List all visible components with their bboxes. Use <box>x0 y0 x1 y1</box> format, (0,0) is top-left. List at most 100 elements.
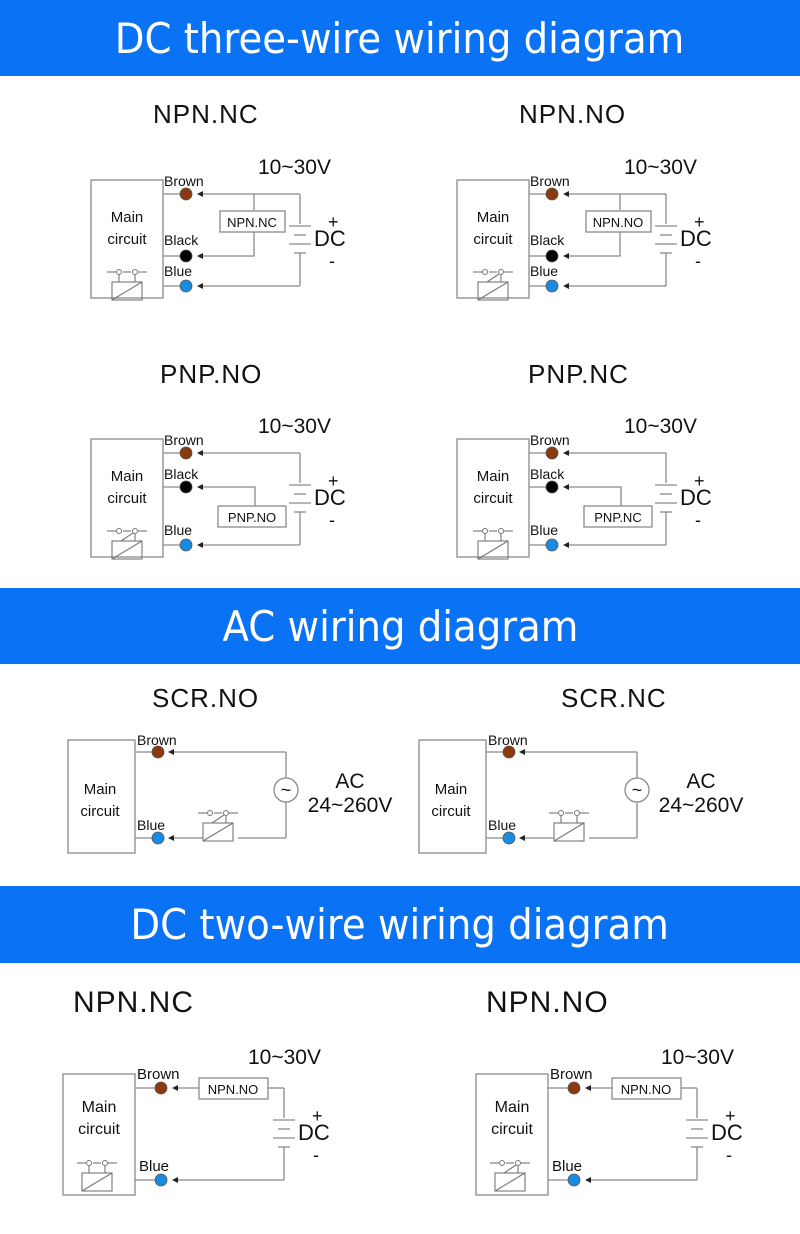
wire-label-black: Black <box>164 466 199 482</box>
minus-sign: - <box>313 1145 319 1165</box>
brown-terminal <box>179 446 193 460</box>
main-circuit-box <box>67 739 136 854</box>
main-circuit-label: Main <box>84 781 117 798</box>
plus-sign: + <box>694 471 705 491</box>
main-circuit-box <box>90 179 164 299</box>
plus-sign: + <box>725 1106 736 1126</box>
main-circuit-label: circuit <box>80 803 120 820</box>
black-terminal <box>179 249 193 263</box>
black-wire <box>203 486 256 506</box>
main-circuit-label: Main <box>82 1099 117 1116</box>
brown-terminal <box>151 745 165 759</box>
voltage-label: 10~30V <box>624 415 697 438</box>
voltage-label: 10~30V <box>624 156 697 179</box>
source-type-label: AC <box>335 770 364 793</box>
diagram-title-pnp-no: PNP.NO <box>160 359 263 389</box>
arrowhead-icon <box>563 484 569 490</box>
arrowhead-icon <box>197 484 203 490</box>
wire-label-blue: Blue <box>137 817 165 833</box>
wire-label-brown: Brown <box>164 432 204 448</box>
wire-label-black: Black <box>530 466 565 482</box>
source-type-label: AC <box>686 770 715 793</box>
diagram-title-2wire-npn-no: NPN.NO <box>486 986 609 1019</box>
arrowhead-icon <box>197 542 203 548</box>
plus-sign: + <box>312 1106 323 1126</box>
arrowhead-icon <box>172 1177 178 1183</box>
wiring-diagram-pnp-no: MaincircuitBrownBlackBlue+DC-10~30VPNP.N… <box>90 415 346 560</box>
relay-nc-contact-icon <box>77 1160 117 1192</box>
main-circuit-label: circuit <box>107 490 147 507</box>
arrowhead-icon <box>519 749 525 755</box>
plus-sign: + <box>328 212 339 232</box>
main-circuit-box <box>475 1073 549 1196</box>
relay-nc-contact-icon <box>107 269 147 301</box>
main-circuit-label: circuit <box>107 231 147 248</box>
arrowhead-icon <box>585 1085 591 1091</box>
main-circuit-label: Main <box>435 781 468 798</box>
switch-output-box <box>583 505 653 528</box>
arrowhead-icon <box>172 1085 178 1091</box>
section-banner-ac: AC wiring diagram <box>0 588 800 664</box>
switch-output-box <box>217 505 287 528</box>
diagram-title-pnp-nc: PNP.NC <box>528 359 629 389</box>
diagram-title-scr-nc: SCR.NC <box>561 683 667 713</box>
arrowhead-icon <box>585 1177 591 1183</box>
plus-sign: + <box>694 212 705 232</box>
switch-output-label: NPN.NC <box>227 215 277 230</box>
diagram-title-npn-no: NPN.NO <box>519 99 627 129</box>
arrowhead-icon <box>197 253 203 259</box>
brown-terminal <box>154 1081 168 1095</box>
wire-label-brown: Brown <box>530 432 570 448</box>
main-circuit-label: circuit <box>78 1121 120 1138</box>
main-circuit-label: circuit <box>473 490 513 507</box>
wire-label-blue: Blue <box>139 1158 169 1175</box>
arrowhead-icon <box>197 450 203 456</box>
minus-sign: - <box>695 251 701 271</box>
section-banner-dc-three-wire: DC three-wire wiring diagram <box>0 0 800 76</box>
arrowhead-icon <box>563 253 569 259</box>
wiring-diagram-npn-no: MaincircuitBrownBlackBlue+DC-10~30VNPN.N… <box>456 156 712 301</box>
main-circuit-label: circuit <box>431 803 471 820</box>
relay-no-contact-icon <box>198 810 238 842</box>
switch-output-box <box>219 210 286 233</box>
main-circuit-label: Main <box>477 209 510 226</box>
arrowhead-icon <box>168 835 174 841</box>
wiring-diagram-npn-nc: MaincircuitBrownBlackBlue+DC-10~30VNPN.N… <box>90 156 346 301</box>
relay-no-contact-icon <box>490 1160 530 1192</box>
arrowhead-icon <box>168 749 174 755</box>
black-terminal <box>545 249 559 263</box>
switch-output-label: NPN.NO <box>208 1082 259 1097</box>
diagram-title-scr-no: SCR.NO <box>152 683 260 713</box>
arrowhead-icon <box>563 191 569 197</box>
diagram-title-npn-nc: NPN.NC <box>153 99 259 129</box>
blue-terminal <box>179 538 193 552</box>
main-circuit-box <box>90 438 164 558</box>
arrowhead-icon <box>563 283 569 289</box>
section-banner-dc-two-wire: DC two-wire wiring diagram <box>0 886 800 963</box>
arrowhead-icon <box>563 542 569 548</box>
black-wire <box>203 232 255 257</box>
voltage-label: 10~30V <box>248 1046 321 1069</box>
voltage-label: 10~30V <box>661 1046 734 1069</box>
plus-sign: + <box>328 471 339 491</box>
wire-label-blue: Blue <box>164 522 192 538</box>
switch-output-label: NPN.NO <box>593 215 644 230</box>
minus-sign: - <box>726 1145 732 1165</box>
main-circuit-box <box>62 1073 136 1196</box>
main-circuit-label: Main <box>477 468 510 485</box>
blue-terminal <box>154 1173 168 1187</box>
relay-no-contact-icon <box>473 269 513 301</box>
main-circuit-label: Main <box>111 209 144 226</box>
wire-label-brown: Brown <box>164 173 204 189</box>
main-circuit-box <box>418 739 487 854</box>
source-type-label: DC <box>680 485 712 510</box>
source-type-label: DC <box>298 1120 330 1145</box>
source-type-label: DC <box>314 485 346 510</box>
black-wire <box>569 232 621 257</box>
wire-label-blue: Blue <box>530 263 558 279</box>
blue-terminal <box>545 279 559 293</box>
minus-sign: - <box>329 510 335 530</box>
voltage-label: 10~30V <box>258 156 331 179</box>
minus-sign: - <box>329 251 335 271</box>
